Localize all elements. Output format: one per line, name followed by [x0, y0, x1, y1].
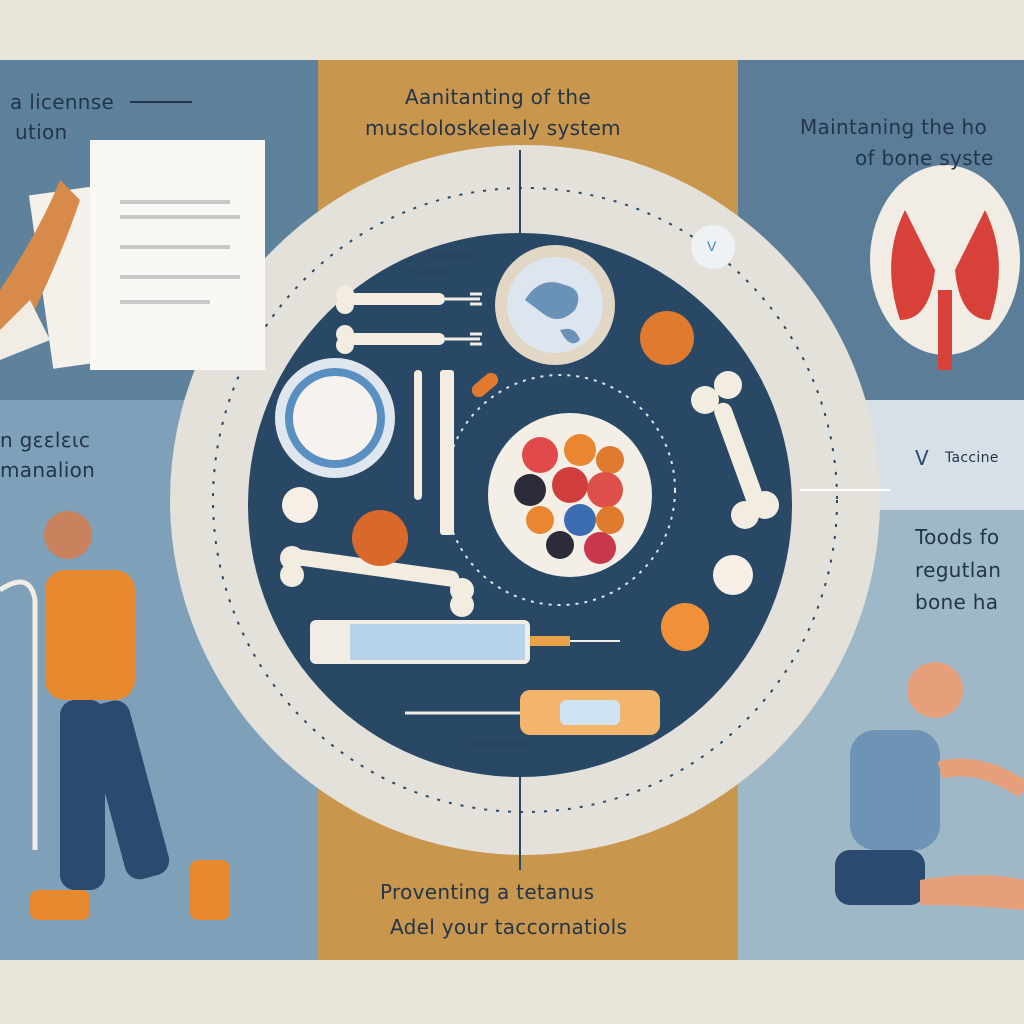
mid-left-line1: n gεεlειc	[0, 428, 91, 452]
tomato-icon	[352, 510, 408, 566]
right-text-line1: Toods fo	[915, 525, 1000, 549]
orange-slice-icon	[661, 603, 709, 651]
vaccine-vial-icon	[405, 690, 660, 735]
syringe-icon	[310, 620, 620, 664]
stretching-woman-figure	[835, 662, 1024, 910]
top-left-line2: ution	[15, 120, 68, 144]
spoon-icon	[414, 370, 422, 500]
flower-icon-1	[282, 487, 318, 523]
top-right-line2: of bone syste	[855, 146, 994, 170]
top-right-line1: Maintaning the ho	[800, 115, 987, 139]
right-text-line2: regutlan	[915, 558, 1002, 582]
bone-icon-1	[336, 285, 445, 314]
knife-icon	[440, 370, 454, 535]
nutrition-label-line2: nutrition	[410, 265, 453, 279]
top-left-line1: a licennse	[10, 90, 115, 114]
center-title-line2: muscloloskelealy system	[365, 116, 621, 140]
globe-bowl-icon	[495, 245, 615, 365]
rice-bowl-icon	[275, 358, 395, 478]
right-check: V	[915, 446, 929, 470]
bone-icon-2	[336, 325, 445, 354]
center-bottom-line1: Proventing a tetanus	[380, 880, 595, 904]
check-badge	[691, 225, 735, 269]
orange-fruit-icon	[640, 311, 694, 365]
mid-left-line2: manalion	[0, 458, 96, 482]
center-title-line1: Aanitanting of the	[405, 85, 591, 109]
right-text-line3: bone ha	[915, 590, 999, 614]
check-mark-label: V	[707, 238, 717, 254]
center-bottom-line2: Adel your taccornatiols	[390, 915, 628, 939]
pill-icon	[471, 372, 499, 398]
right-tag-label: Taccine	[945, 450, 999, 466]
flower-icon-2	[713, 555, 753, 595]
nutrition-label-line1: Turtional	[425, 248, 472, 262]
lungs-anatomy-figure	[870, 165, 1020, 370]
bone-icon-3	[280, 546, 474, 617]
fork-icon-2	[445, 332, 482, 346]
fruit-plate-icon	[488, 413, 652, 577]
walking-man-figure	[0, 511, 230, 920]
fork-icon-1	[445, 292, 482, 306]
documents-figure	[0, 140, 265, 370]
vaccination-label: Vaccination	[468, 737, 530, 751]
bone-icon-4	[691, 371, 779, 529]
dotted-orbit	[212, 187, 838, 813]
